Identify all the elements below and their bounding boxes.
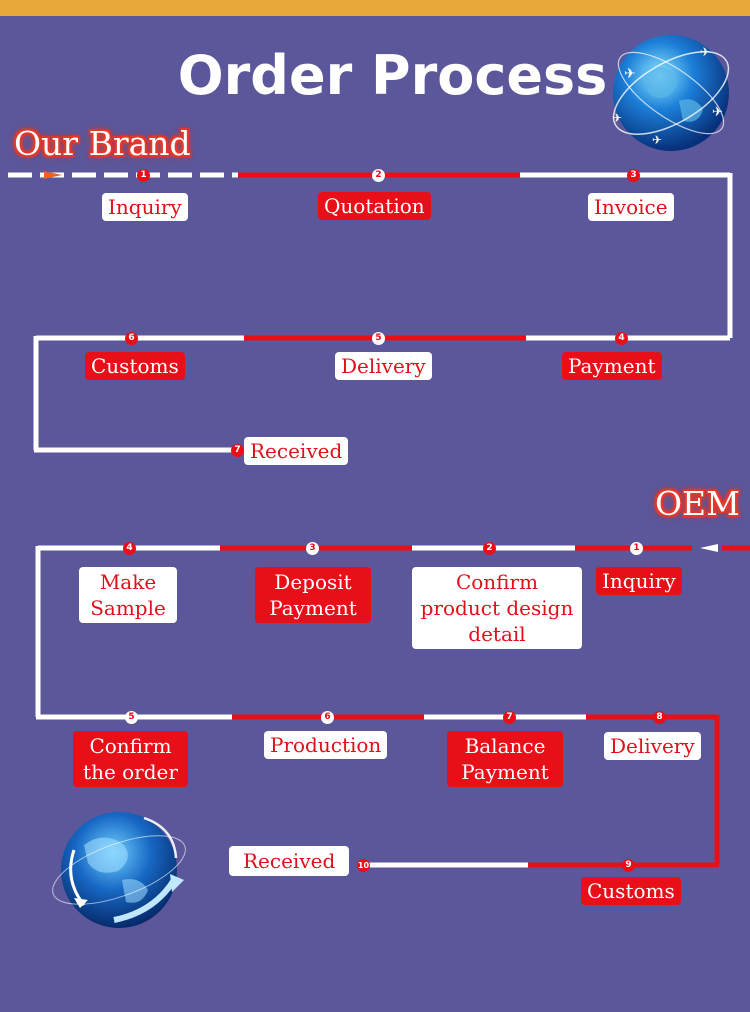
oem-step-8-number: 8: [653, 711, 666, 724]
oem-step-2-number: 2: [483, 542, 496, 555]
oem-step-delivery: Delivery: [604, 732, 701, 760]
oem-step-5-number: 5: [125, 711, 138, 724]
brand-step-5-number: 5: [372, 332, 385, 345]
oem-step-confirm-design: Confirm product design detail: [412, 567, 582, 649]
oem-step-9-number: 9: [622, 859, 635, 872]
oem-step-deposit-payment: Deposit Payment: [255, 567, 371, 623]
globe-airplanes-icon: ✈ ✈ ✈ ✈ ✈: [612, 35, 730, 151]
oem-step-10-number: 10: [357, 859, 370, 872]
oem-step-inquiry: Inquiry: [596, 567, 682, 595]
oem-step-7-number: 7: [503, 711, 516, 724]
globe-arrows-icon: [52, 812, 186, 928]
svg-text:✈: ✈: [712, 105, 723, 120]
brand-step-received: Received: [244, 437, 349, 465]
svg-text:✈: ✈: [652, 133, 662, 147]
oem-step-3-number: 3: [306, 542, 319, 555]
brand-step-quotation: Quotation: [318, 192, 431, 220]
oem-step-confirm-order: Confirm the order: [73, 731, 188, 787]
oem-step-make-sample: Make Sample: [79, 567, 177, 623]
brand-step-6-number: 6: [125, 332, 138, 345]
oem-step-balance-payment: Balance Payment: [447, 731, 563, 787]
brand-step-4-number: 4: [615, 332, 628, 345]
top-bar: [0, 0, 750, 16]
our-brand-label: Our Brand: [14, 124, 191, 163]
oem-step-received: Received: [229, 846, 350, 876]
brand-step-7-number: 7: [231, 444, 244, 457]
oem-step-production: Production: [264, 731, 388, 759]
brand-step-customs: Customs: [85, 352, 185, 380]
oem-step-6-number: 6: [321, 711, 334, 724]
svg-text:✈: ✈: [624, 66, 636, 82]
brand-step-1-number: 1: [137, 169, 150, 182]
brand-step-invoice: Invoice: [588, 193, 674, 221]
oem-step-customs: Customs: [581, 877, 681, 905]
oem-step-1-number: 1: [630, 542, 643, 555]
brand-step-3-number: 3: [627, 169, 640, 182]
oem-label: OEM: [655, 484, 740, 523]
page-title: Order Process: [177, 44, 608, 107]
oem-step-4-number: 4: [123, 542, 136, 555]
brand-step-payment: Payment: [562, 352, 662, 380]
brand-step-delivery: Delivery: [335, 352, 432, 380]
brand-step-inquiry: Inquiry: [102, 193, 188, 221]
svg-text:✈: ✈: [700, 45, 710, 59]
svg-text:✈: ✈: [612, 111, 622, 125]
brand-step-2-number: 2: [372, 169, 385, 182]
